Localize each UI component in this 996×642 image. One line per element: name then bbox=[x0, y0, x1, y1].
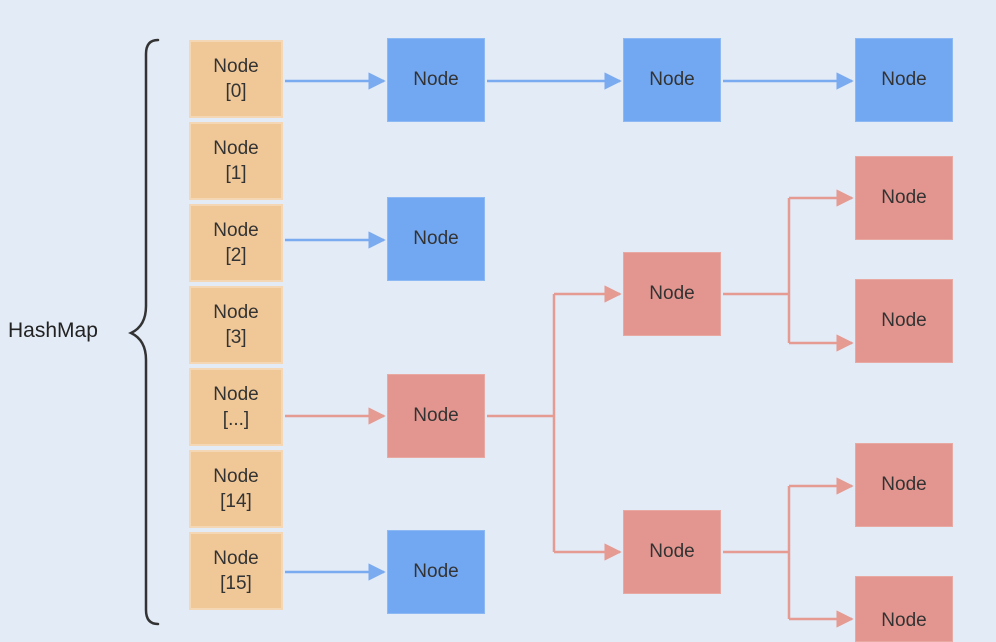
tree-leaf-node: Node bbox=[855, 576, 953, 642]
bucket-name: Node bbox=[213, 384, 259, 405]
tree-lower-branch-connector bbox=[723, 486, 791, 619]
list-node: Node bbox=[387, 197, 485, 281]
bucket-index: [3] bbox=[225, 327, 247, 348]
tree-leaf-node: Node bbox=[855, 279, 953, 363]
tree-leaf-node: Node bbox=[855, 443, 953, 527]
tree-upper-branch-connector bbox=[723, 198, 791, 343]
tree-root-branch-connector bbox=[487, 294, 556, 552]
bucket-name: Node bbox=[213, 548, 259, 569]
list-node: Node bbox=[387, 530, 485, 614]
bucket-14: Node [14] bbox=[189, 450, 283, 528]
list-node: Node bbox=[855, 38, 953, 122]
tree-leaf-node: Node bbox=[855, 156, 953, 240]
bucket-1: Node [1] bbox=[189, 122, 283, 200]
hashmap-brace bbox=[128, 38, 160, 626]
bucket-name: Node bbox=[213, 302, 259, 323]
tree-node-upper: Node bbox=[623, 252, 721, 336]
bucket-name: Node bbox=[213, 220, 259, 241]
bucket-index: [0] bbox=[225, 81, 247, 102]
bucket-index: [1] bbox=[225, 163, 247, 184]
bucket-3: Node [3] bbox=[189, 286, 283, 364]
bucket-name: Node bbox=[213, 466, 259, 487]
bucket-index: [14] bbox=[220, 491, 252, 512]
bucket-index: [...] bbox=[222, 409, 250, 430]
bucket-index: [2] bbox=[225, 245, 247, 266]
bucket-2: Node [2] bbox=[189, 204, 283, 282]
hashmap-label: HashMap bbox=[8, 319, 98, 342]
bucket-name: Node bbox=[213, 56, 259, 77]
bucket-15: Node [15] bbox=[189, 532, 283, 610]
list-node: Node bbox=[623, 38, 721, 122]
bucket-ellipsis: Node [...] bbox=[189, 368, 283, 446]
list-node: Node bbox=[387, 38, 485, 122]
bucket-name: Node bbox=[213, 138, 259, 159]
tree-root-node: Node bbox=[387, 374, 485, 458]
bucket-0: Node [0] bbox=[189, 40, 283, 118]
bucket-index: [15] bbox=[220, 573, 252, 594]
tree-node-lower: Node bbox=[623, 510, 721, 594]
